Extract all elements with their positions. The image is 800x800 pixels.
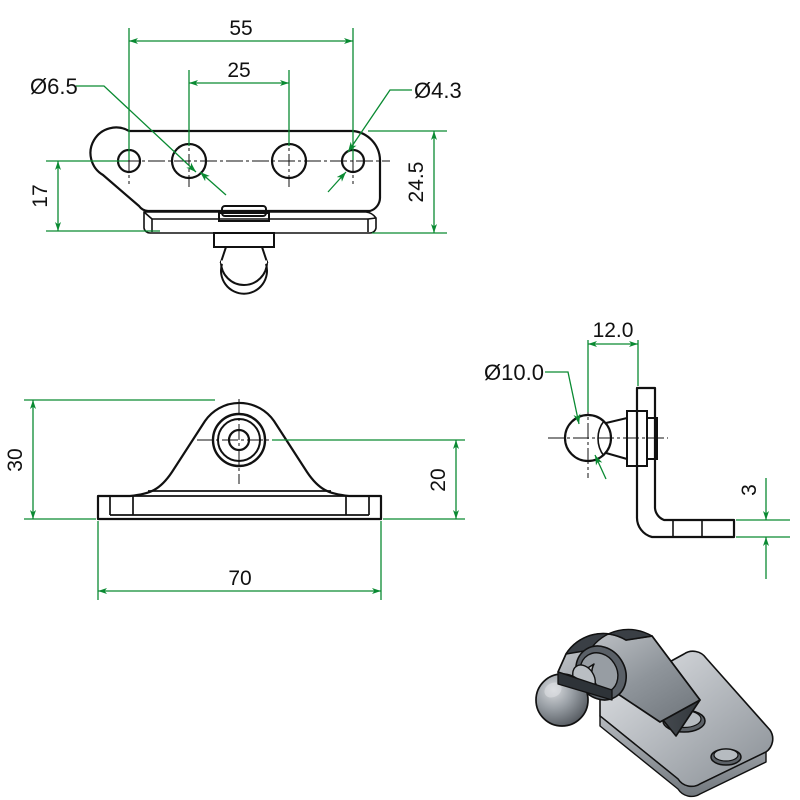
leader-d6-5-b <box>199 171 227 196</box>
dim-label-17: 17 <box>29 184 52 207</box>
side-view-ball-seam <box>597 420 605 457</box>
dim-label-55: 55 <box>229 17 252 40</box>
side-view-labels: 12.0 3 Ø10.0 <box>484 319 761 496</box>
dim-label-70: 70 <box>228 567 251 590</box>
render-ball-highlight <box>544 682 562 698</box>
front-view-boss-outer <box>211 412 267 468</box>
front-view-dimensions <box>24 399 465 600</box>
side-view-dimensions <box>545 340 790 579</box>
top-view-ball-arc <box>220 263 268 295</box>
side-view-leg-detail <box>672 520 703 537</box>
callout-label-d6-5: Ø6.5 <box>30 74 78 99</box>
top-view-ball <box>219 261 269 286</box>
top-view-stud-shank <box>213 232 275 263</box>
dim-label-24-5: 24.5 <box>405 162 428 203</box>
render-base-edge <box>599 715 767 798</box>
leader-d10-0-b <box>594 454 607 480</box>
isometric-render <box>535 628 774 798</box>
front-view-bore <box>227 428 251 452</box>
dim-label-20: 20 <box>427 468 450 491</box>
top-view-labels: 55 25 17 24.5 Ø6.5 Ø4.3 <box>29 17 462 208</box>
leader-d4-3 <box>347 89 412 153</box>
dim-label-3: 3 <box>738 484 761 496</box>
render-hole-small-inner <box>713 748 739 762</box>
leader-d6-5 <box>76 85 197 173</box>
callout-label-d10-0: Ø10.0 <box>484 360 544 385</box>
side-view-leg <box>635 386 736 539</box>
front-view-labels: 30 20 70 <box>4 448 450 590</box>
front-view-base-lines <box>98 490 381 520</box>
top-view <box>89 126 390 295</box>
dim-label-30: 30 <box>4 448 27 471</box>
leader-d10-0 <box>545 371 581 425</box>
top-view-dimensions <box>46 28 447 234</box>
side-view-ball <box>563 413 613 463</box>
render-left-wall <box>557 671 613 701</box>
front-view-boss-mid <box>217 418 261 462</box>
top-view-stud-boss <box>218 205 270 222</box>
side-view-washer <box>646 417 658 460</box>
dim-label-25: 25 <box>227 59 250 82</box>
dim-label-12-0: 12.0 <box>593 319 634 342</box>
top-view-plate-outline <box>89 126 382 213</box>
front-view <box>96 399 383 521</box>
callout-label-d4-3: Ø4.3 <box>414 78 462 103</box>
side-view <box>548 386 736 539</box>
leader-d4-3-b <box>327 171 347 193</box>
